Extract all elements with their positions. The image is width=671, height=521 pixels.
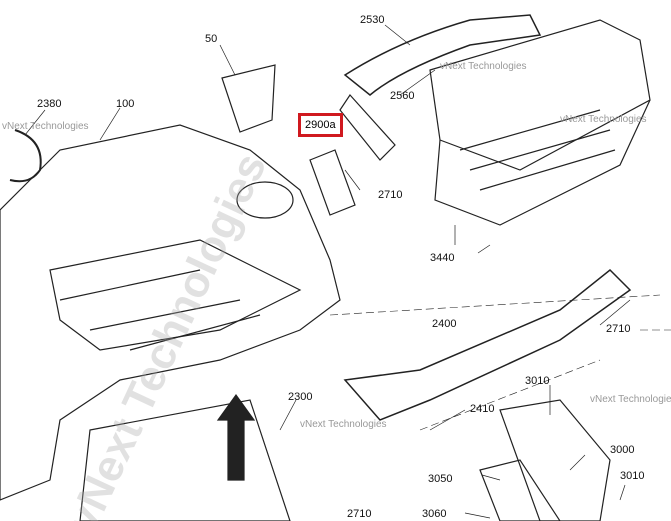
watermark: vNext Technologies	[560, 114, 647, 125]
handle-part-2530	[343, 14, 542, 96]
leader-lines	[24, 24, 631, 519]
part-label[interactable]: 2400	[432, 318, 457, 330]
part-label[interactable]: 3010	[620, 470, 645, 482]
handle-bracket	[339, 94, 396, 161]
part-label[interactable]: 100	[116, 98, 135, 110]
part-label[interactable]: 2410	[470, 403, 495, 415]
part-label[interactable]: 2710	[347, 508, 372, 520]
watermark: vNext Technologies	[2, 121, 89, 132]
bracket-part-2900a	[309, 149, 356, 216]
highlighted-part-label[interactable]: 2900a	[298, 113, 343, 137]
ring-part-2380	[9, 129, 42, 183]
watermark: vNext Technologies	[300, 419, 387, 430]
part-label[interactable]: 2380	[37, 98, 62, 110]
bumper-part-2400	[343, 268, 632, 421]
part-label[interactable]: 3000	[610, 444, 635, 456]
part-label[interactable]: 2530	[360, 14, 385, 26]
center-lines	[329, 294, 671, 431]
watermark: vNext Technologies	[440, 61, 527, 72]
part-label[interactable]: 2710	[606, 323, 631, 335]
part-label[interactable]: 3050	[428, 473, 453, 485]
watermark: vNext Technologies	[590, 394, 671, 405]
part-label[interactable]: 2300	[288, 391, 313, 403]
part-label[interactable]: 2710	[378, 189, 403, 201]
cup-part-50	[221, 64, 276, 133]
part-2300	[79, 399, 291, 521]
part-label[interactable]: 2560	[390, 90, 415, 102]
storage-box-base	[434, 99, 651, 226]
storage-box-grid	[459, 109, 616, 191]
body-ribs	[59, 269, 261, 351]
part-3050	[479, 459, 561, 521]
body-part-100	[0, 124, 341, 501]
part-label[interactable]: 3440	[430, 252, 455, 264]
arrow-icon	[216, 393, 256, 481]
part-label[interactable]: 3010	[525, 375, 550, 387]
storage-box	[429, 19, 651, 171]
part-label[interactable]: 50	[205, 33, 218, 45]
part-label[interactable]: 3060	[422, 508, 447, 520]
body-inner	[49, 239, 302, 351]
cup-holder	[236, 181, 294, 219]
